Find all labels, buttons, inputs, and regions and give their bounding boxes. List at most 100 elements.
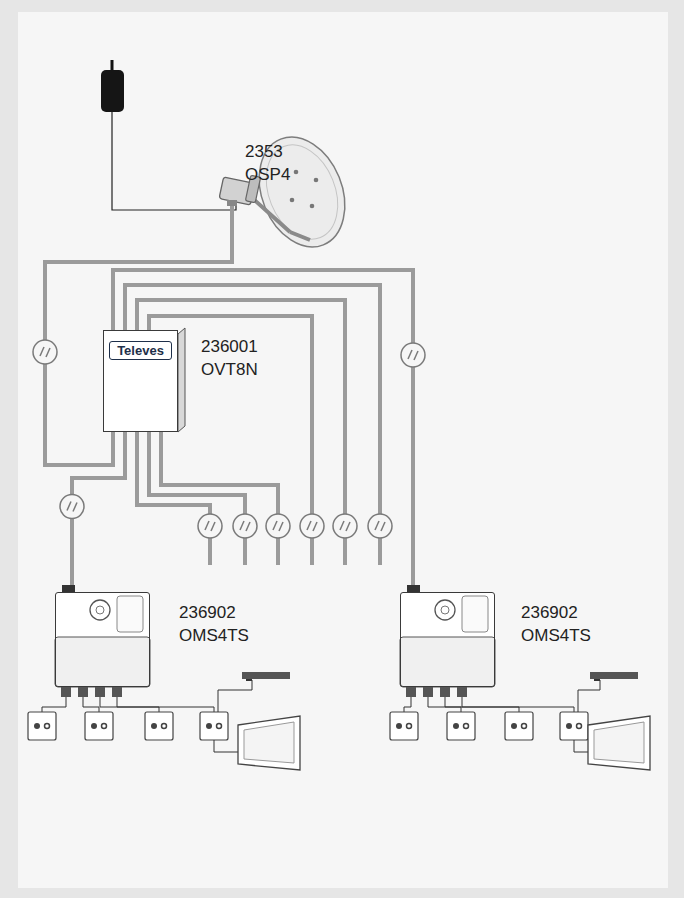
- wall-outlet: [447, 712, 475, 740]
- receiver-foot: [246, 679, 252, 681]
- cable-marker-stroke: [375, 521, 379, 530]
- receiver: [242, 672, 290, 679]
- wall-outlet: [505, 712, 533, 740]
- drop-cable: [404, 697, 411, 712]
- dish-bolt: [310, 204, 315, 209]
- outlet-socket: [162, 724, 167, 729]
- brand-logo-text: Televes: [109, 341, 172, 360]
- f-connector: [406, 687, 416, 697]
- cable-marker-stroke: [67, 502, 71, 511]
- cable-marker-stroke: [205, 521, 209, 530]
- f-connector: [423, 687, 433, 697]
- television: [238, 716, 300, 770]
- wall-outlet: [200, 712, 228, 740]
- multiswitch-cover: [462, 596, 488, 632]
- drop-cable: [117, 697, 214, 712]
- television: [588, 716, 650, 770]
- dish-bolt: [290, 198, 295, 203]
- outlet-socket: [566, 723, 572, 729]
- cable-marker-stroke: [46, 348, 50, 357]
- cable-marker: [233, 514, 257, 538]
- cable-marker-stroke: [307, 521, 311, 530]
- cable-marker-stroke: [313, 522, 317, 531]
- drop-cable: [100, 697, 159, 712]
- dish-arm: [250, 196, 310, 240]
- coax-cable: [161, 432, 278, 565]
- wall-outlet: [28, 712, 56, 740]
- lnb-connector: [227, 200, 237, 206]
- tv-screen: [594, 722, 644, 763]
- part-number-heading: 236902 OMS4TS: [179, 601, 249, 647]
- cable-marker: [198, 514, 222, 538]
- f-connector: [61, 687, 71, 697]
- multiswitch-lower: [55, 637, 150, 687]
- adjust-knob: [90, 600, 110, 620]
- receiver-cable: [218, 680, 252, 712]
- outlet-socket: [396, 723, 402, 729]
- multiswitch-box: 236902 OMS4TS: [400, 592, 495, 687]
- cable-marker: [60, 495, 84, 519]
- f-connector: [457, 687, 467, 697]
- cable-marker-stroke: [246, 522, 250, 531]
- cable-marker-stroke: [381, 522, 385, 531]
- cable-marker: [401, 343, 425, 367]
- coax-cable: [45, 206, 232, 465]
- cable-marker-stroke: [273, 521, 277, 530]
- outlet-socket: [91, 723, 97, 729]
- outlet-socket: [217, 724, 222, 729]
- cable-marker: [333, 514, 357, 538]
- cable-marker: [33, 340, 57, 364]
- receiver-cable: [578, 680, 600, 712]
- adjust-knob-core: [96, 606, 104, 614]
- f-connector: [78, 687, 88, 697]
- outlet-socket: [577, 724, 582, 729]
- outlet-socket: [34, 723, 40, 729]
- multiswitch-face: [55, 592, 150, 687]
- multiswitch-cover: [117, 596, 143, 632]
- drop-cable: [462, 697, 574, 712]
- coax-cable: [149, 432, 245, 565]
- multiswitch-lower: [400, 637, 495, 687]
- satellite-dish: [244, 124, 361, 260]
- cable-marker-stroke: [346, 522, 350, 531]
- outlet-socket: [522, 724, 527, 729]
- f-connector: [112, 687, 122, 697]
- outlet-socket: [102, 724, 107, 729]
- cable-marker: [266, 514, 290, 538]
- receiver: [590, 672, 638, 679]
- part-number-label: 2353 OSP4: [245, 140, 290, 186]
- outlet-socket: [511, 723, 517, 729]
- cable-marker: [368, 514, 392, 538]
- cable-marker-stroke: [240, 521, 244, 530]
- wall-outlet: [390, 712, 418, 740]
- cable-marker-stroke: [73, 503, 77, 512]
- cable-marker-stroke: [340, 521, 344, 530]
- adjust-knob-core: [441, 606, 449, 614]
- part-number-heading: 236001 OVT8N: [201, 335, 258, 381]
- tv-screen: [244, 722, 294, 763]
- outlet-socket: [407, 724, 412, 729]
- optical-converter-box: 236001 OVT8NTeleves: [103, 330, 178, 432]
- cable-marker-stroke: [279, 522, 283, 531]
- drop-cable: [445, 697, 519, 712]
- multiswitch-box: 236902 OMS4TS: [55, 592, 150, 687]
- cable-marker-stroke: [414, 351, 418, 360]
- power-cable: [112, 112, 236, 210]
- cable-marker-stroke: [408, 350, 412, 359]
- drop-cable: [83, 697, 99, 712]
- dish-bolt: [294, 170, 299, 175]
- f-connector: [95, 687, 105, 697]
- wall-outlet: [145, 712, 173, 740]
- cable-marker-stroke: [40, 347, 44, 356]
- wall-outlet: [85, 712, 113, 740]
- dish-bolt: [314, 178, 319, 183]
- box-side: [178, 328, 185, 432]
- part-number-heading: 236902 OMS4TS: [521, 601, 591, 647]
- cable-marker: [300, 514, 324, 538]
- wall-outlet: [560, 712, 588, 740]
- outlet-socket: [206, 723, 212, 729]
- outlet-socket: [45, 724, 50, 729]
- receiver-foot: [594, 679, 600, 681]
